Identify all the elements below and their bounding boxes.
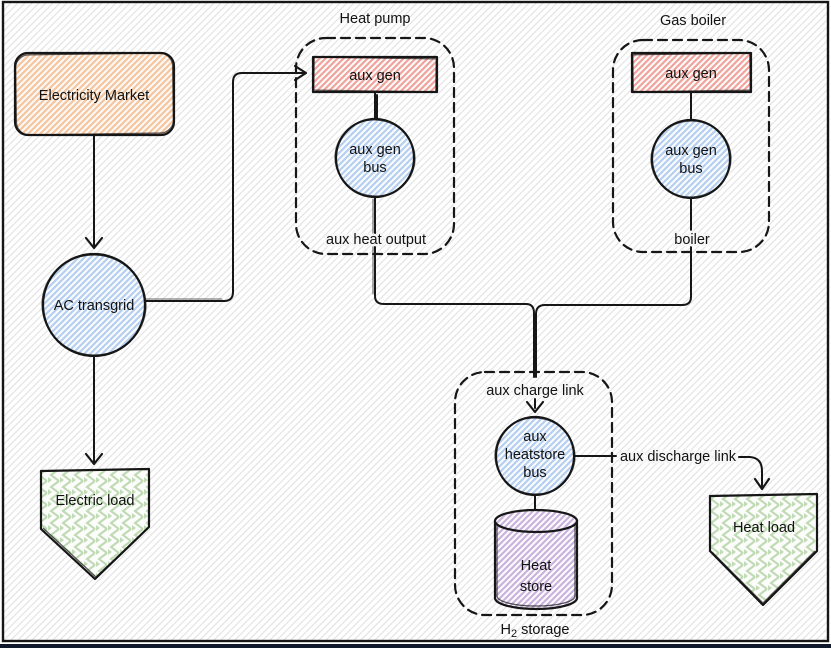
container-heat-pump: Heat pump bbox=[294, 11, 456, 256]
node-aux-heatstore-bus: aux heatstore bus bbox=[494, 415, 576, 497]
edge-line bbox=[145, 72, 304, 302]
sketch-overlay bbox=[496, 525, 576, 607]
boiler-label: boiler bbox=[674, 232, 710, 248]
sketch-overlay bbox=[632, 52, 751, 93]
aux-gen-label: aux gen bbox=[349, 68, 401, 84]
aux-gen-bus-label-line1: aux gen bbox=[665, 143, 717, 159]
sketch-overlay bbox=[42, 526, 150, 578]
edge-charge-link-arrow bbox=[525, 398, 545, 414]
heat-pump-title: Heat pump bbox=[340, 11, 411, 27]
aux-heatstore-bus-circle bbox=[494, 415, 576, 497]
aux-gen-bus-label-line1: aux gen bbox=[349, 142, 401, 158]
edge-heat-pump-output bbox=[372, 196, 535, 378]
node-electricity-market: Electricity Market bbox=[13, 51, 176, 137]
electricity-market-box bbox=[13, 51, 176, 137]
container-h2-storage: H2 storage bbox=[453, 370, 614, 640]
ac-transgrid-label: AC transgrid bbox=[54, 298, 135, 314]
aux-heatstore-bus-label-line3: bus bbox=[523, 465, 546, 481]
aux-heatstore-bus-label-line1: aux bbox=[523, 429, 547, 445]
heat-store-cylinder-top bbox=[493, 508, 579, 534]
heat-store-label-line2: store bbox=[520, 579, 552, 595]
heat-store-label-line1: Heat bbox=[521, 558, 552, 574]
gen-to-bus-link bbox=[374, 92, 378, 121]
sketch-overlay bbox=[494, 417, 576, 495]
arrow-right-icon bbox=[293, 64, 308, 82]
aux-gen-box bbox=[630, 51, 753, 94]
aux-discharge-link-label: aux discharge link bbox=[620, 449, 737, 465]
aux-gen-bus-circle bbox=[650, 118, 732, 200]
sketch-overlay bbox=[711, 550, 816, 604]
gas-boiler-title: Gas boiler bbox=[660, 13, 726, 29]
node-heat-pump-aux-gen: aux gen bbox=[311, 55, 439, 121]
electric-load-label: Electric load bbox=[56, 493, 135, 509]
arrow-down-icon bbox=[84, 236, 104, 250]
node-gas-boiler-aux-gen: aux gen bbox=[630, 51, 753, 122]
edge-line bbox=[535, 197, 692, 378]
aux-gen-bus-label-line2: bus bbox=[363, 160, 386, 176]
aux-charge-link-label: aux charge link bbox=[486, 383, 584, 399]
sketch-overlay bbox=[650, 120, 732, 198]
aux-heatstore-bus-label-line2: heatstore bbox=[505, 447, 565, 463]
heat-load-label: Heat load bbox=[733, 520, 795, 536]
ac-transgrid-circle bbox=[41, 252, 147, 358]
edge-line bbox=[738, 456, 763, 487]
container-gas-boiler: Gas boiler bbox=[611, 13, 771, 254]
node-ac-transgrid: AC transgrid bbox=[41, 252, 147, 358]
edge-discharge-link bbox=[573, 455, 771, 491]
bottom-window-strip bbox=[0, 644, 831, 648]
edge-transgrid-to-electric-load bbox=[84, 356, 104, 466]
edge-market-to-transgrid bbox=[84, 135, 104, 250]
node-heat-load: Heat load bbox=[708, 492, 819, 607]
h2-title-rest: storage bbox=[521, 622, 569, 638]
edge-transgrid-to-heat-pump bbox=[145, 64, 308, 302]
arrow-down-icon bbox=[525, 400, 545, 414]
h2-storage-boundary bbox=[453, 370, 614, 617]
aux-gen-bus-circle bbox=[334, 117, 416, 199]
arrow-down-icon bbox=[84, 452, 104, 466]
edge-gas-boiler-output bbox=[535, 197, 692, 378]
aux-gen-label: aux gen bbox=[665, 66, 717, 82]
h2-title-subscript: 2 bbox=[511, 628, 517, 640]
sketch-overlay bbox=[313, 56, 437, 93]
edge-line bbox=[374, 196, 535, 378]
node-gas-boiler-aux-gen-bus: aux gen bus bbox=[650, 118, 732, 200]
heat-pump-boundary bbox=[294, 36, 456, 256]
electricity-market-label: Electricity Market bbox=[39, 88, 149, 104]
sketch-overlay bbox=[41, 254, 147, 356]
aux-heat-output-label: aux heat output bbox=[326, 232, 426, 248]
h2-title-base: H bbox=[501, 622, 511, 638]
node-electric-load: Electric load bbox=[39, 467, 151, 581]
sketch-overlay bbox=[334, 119, 416, 197]
aux-gen-box bbox=[311, 55, 439, 94]
arrow-down-icon bbox=[753, 477, 771, 491]
h2-storage-title: H2 storage bbox=[501, 622, 570, 640]
aux-gen-bus-label-line2: bus bbox=[679, 161, 702, 177]
sketch-overlay bbox=[14, 52, 175, 136]
gas-boiler-boundary bbox=[611, 38, 771, 254]
heat-store-cylinder-body bbox=[493, 519, 579, 611]
node-heat-store: Heat store bbox=[493, 508, 579, 611]
node-heat-pump-aux-gen-bus: aux gen bus bbox=[334, 117, 416, 199]
